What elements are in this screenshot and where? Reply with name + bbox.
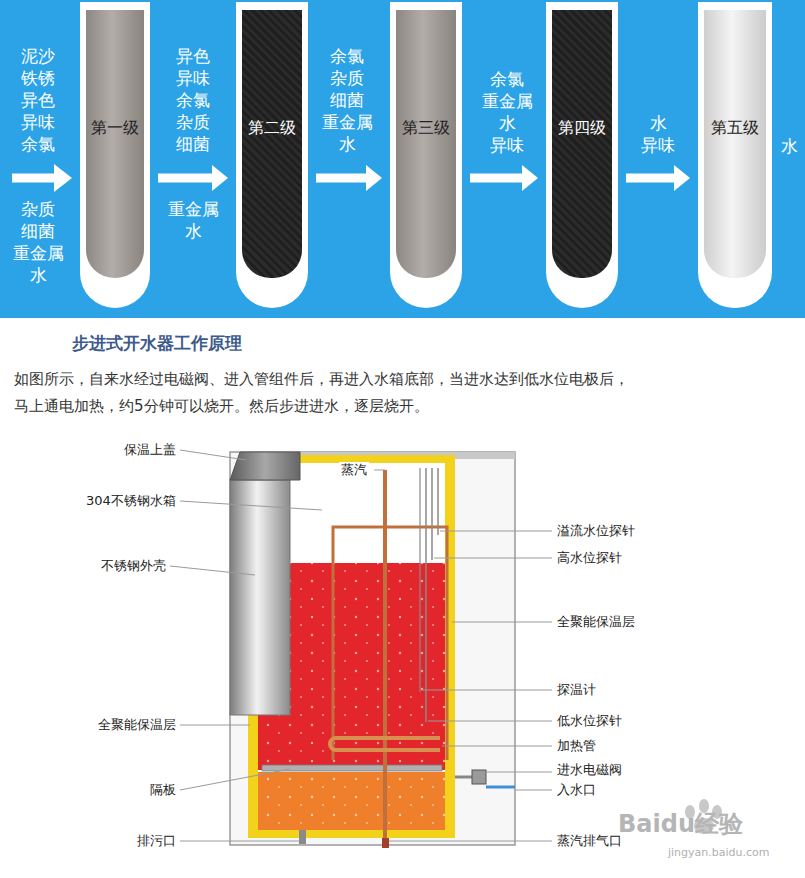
filter-item-list: 重金属 水 xyxy=(165,198,221,242)
part-label: 加热管 xyxy=(557,738,596,754)
stage-label: 第三级 xyxy=(390,116,462,140)
part-label: 溢流水位探针 xyxy=(557,523,635,539)
arrow-head xyxy=(522,165,538,191)
description-text: 如图所示，自来水经过电磁阀、进入管组件后，再进入水箱底部，当进水达到低水位电极后… xyxy=(14,366,640,420)
arrow-shaft xyxy=(316,174,368,183)
cartridge-core xyxy=(86,10,144,278)
arrow-head xyxy=(212,165,228,191)
part-label: 保温上盖 xyxy=(124,442,176,458)
section-title: 步进式开水器工作原理 xyxy=(72,332,242,355)
water-bubbles xyxy=(258,772,445,830)
drain-outlet xyxy=(299,830,306,844)
part-label: 入水口 xyxy=(557,782,596,798)
flow-arrow xyxy=(158,165,228,191)
high-probe xyxy=(431,468,433,560)
cartridge-core xyxy=(704,10,766,278)
inlet-arrow xyxy=(12,174,56,183)
part-label: 排污口 xyxy=(137,833,176,849)
insulated-lid xyxy=(230,452,300,480)
inlet-valve xyxy=(472,770,486,784)
filter-cartridge: 第一级 xyxy=(80,2,150,308)
filter-cartridge: 第五级 xyxy=(698,2,772,308)
filter-item-list: 余氯 重金属 水 异味 xyxy=(479,68,535,156)
part-label: 探温计 xyxy=(557,682,596,698)
part-label: 全聚能保温层 xyxy=(557,614,635,630)
stainless-shell xyxy=(230,480,290,715)
steam-exhaust xyxy=(382,838,389,848)
part-label: 全聚能保温层 xyxy=(98,717,176,733)
stage-label: 第一级 xyxy=(80,116,150,140)
cartridge-core xyxy=(552,10,612,278)
arrow-shaft xyxy=(470,174,524,183)
arrow-head xyxy=(674,165,690,191)
part-label: 不锈钢外壳 xyxy=(101,558,166,574)
arrow-shaft xyxy=(158,174,214,183)
part-label: 隔板 xyxy=(150,782,176,798)
part-label: 304不锈钢水箱 xyxy=(86,493,176,509)
filter-item-list: 水 异味 xyxy=(630,112,686,156)
heating-tube xyxy=(330,738,440,750)
inlet-pipe xyxy=(455,776,472,779)
overflow-probe xyxy=(437,468,439,535)
stage-label: 第二级 xyxy=(236,116,308,140)
watermark: Baidu经验 xyxy=(618,808,743,840)
filter-item-list: 余氯 杂质 细菌 重金属 水 xyxy=(319,45,375,155)
watermark-url: jingyan.baidu.com xyxy=(668,846,770,859)
outer-housing xyxy=(230,452,515,845)
overflow-pipe xyxy=(333,527,447,760)
part-label: 蒸汽排气口 xyxy=(557,833,622,849)
arrow-head xyxy=(366,165,382,191)
leader-lines xyxy=(170,450,552,841)
flow-arrow xyxy=(626,165,690,191)
part-label: 进水电磁阀 xyxy=(557,762,622,778)
cold-water xyxy=(258,772,445,830)
filter-item-list: 异色 异味 余氯 杂质 细菌 xyxy=(165,45,221,155)
filter-cartridge: 第二级 xyxy=(236,2,308,308)
filter-item-list: 水 xyxy=(761,135,805,157)
filter-cartridge: 第三级 xyxy=(390,2,462,308)
filter-item-list: 杂质 细菌 重金属 水 xyxy=(10,198,66,286)
low-probe xyxy=(425,468,427,722)
part-label: 高水位探针 xyxy=(557,550,622,566)
stage-label: 第四级 xyxy=(546,116,618,140)
inlet-arrowhead xyxy=(54,164,72,192)
water-inlet xyxy=(486,786,515,789)
filter-item-list: 泥沙 铁锈 异色 异味 余氯 xyxy=(10,45,66,155)
flow-arrow xyxy=(316,165,382,191)
flow-arrow xyxy=(470,165,538,191)
part-label: 蒸汽 xyxy=(339,462,369,478)
thermometer xyxy=(419,468,420,692)
part-label: 低水位探针 xyxy=(557,713,622,729)
cartridge-core xyxy=(396,10,456,278)
partition-plate xyxy=(262,765,442,771)
filter-cartridge: 第四级 xyxy=(546,2,618,308)
cartridge-core xyxy=(242,10,302,278)
stage-label: 第五级 xyxy=(698,116,772,140)
steam-pipe xyxy=(383,470,387,848)
arrow-shaft xyxy=(626,174,676,183)
